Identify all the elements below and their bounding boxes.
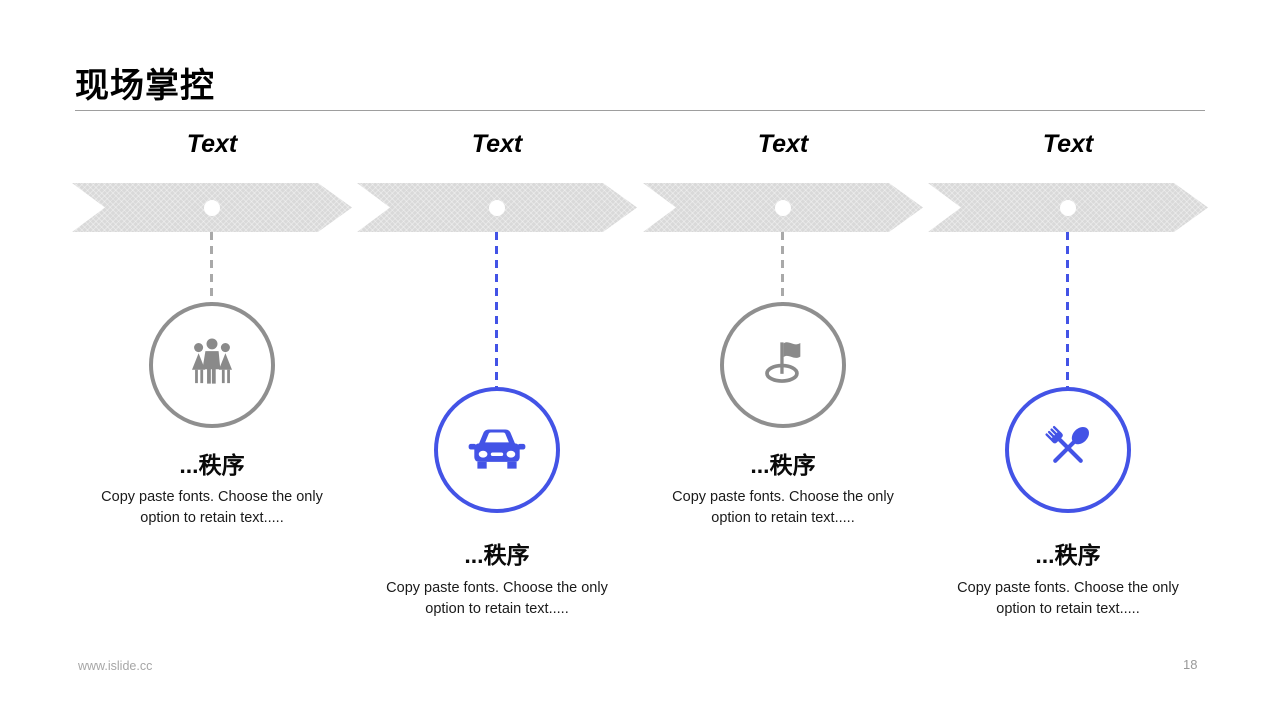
step-header: Text	[186, 130, 238, 158]
footer-website-url: www.islide.cc	[78, 659, 153, 673]
icon-circle	[720, 302, 846, 428]
dashed-connector	[781, 232, 784, 303]
chevron-arrow	[357, 183, 637, 232]
step-body-text: Copy paste fonts. Choose the only option…	[386, 580, 608, 618]
timeline-step-2: Text ...秩序 Copy paste fon	[357, 130, 637, 640]
car-icon	[464, 415, 530, 486]
step-body-text: Copy paste fonts. Choose the only option…	[101, 489, 323, 527]
step-header: Text	[1042, 130, 1094, 158]
timeline-step-1: Text ...秩序 Copy paste fon	[72, 130, 352, 640]
chevron-arrow	[928, 183, 1208, 232]
dashed-connector	[210, 232, 213, 303]
timeline-dot	[489, 200, 505, 216]
timeline-dot	[1060, 200, 1076, 216]
timeline-step-4: Text	[928, 130, 1208, 640]
icon-circle	[149, 302, 275, 428]
icon-circle	[434, 387, 560, 513]
step-heading: ...秩序	[1035, 542, 1101, 568]
icon-circle	[1005, 387, 1131, 513]
page-title: 现场掌控	[75, 67, 215, 105]
title-divider	[75, 110, 1205, 111]
cutlery-icon	[1035, 415, 1101, 486]
step-body-text: Copy paste fonts. Choose the only option…	[957, 580, 1179, 618]
people-icon	[179, 330, 245, 401]
step-body-text: Copy paste fonts. Choose the only option…	[672, 489, 894, 527]
step-header: Text	[471, 130, 523, 158]
step-heading: ...秩序	[464, 542, 530, 568]
timeline-dot	[204, 200, 220, 216]
step-heading: ...秩序	[179, 452, 245, 478]
timeline-step-3: Text ...秩序 Copy paste fonts. Choose the …	[643, 130, 923, 640]
step-header: Text	[757, 130, 809, 158]
dashed-connector	[495, 232, 498, 388]
timeline-dot	[775, 200, 791, 216]
page-number: 18	[1183, 657, 1198, 672]
flag-icon	[750, 330, 816, 401]
dashed-connector	[1066, 232, 1069, 388]
step-heading: ...秩序	[750, 452, 816, 478]
